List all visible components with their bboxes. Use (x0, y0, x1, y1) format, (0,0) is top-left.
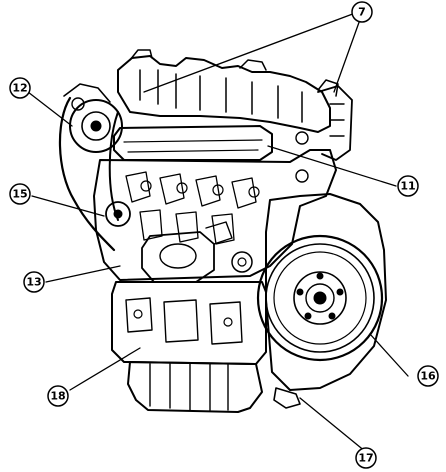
oil-pan (127, 361, 263, 413)
callout-13 (23, 271, 45, 293)
water-pump-pulley (69, 99, 123, 153)
callout-7 (351, 1, 373, 23)
callout-label-11: 11 (400, 180, 415, 193)
cylinder-block (93, 149, 337, 281)
callout-label-12: 12 (12, 82, 27, 95)
callout-15 (9, 183, 31, 205)
flywheel (256, 234, 384, 362)
intake-manifold (113, 125, 273, 161)
fuel-injection-pump (141, 231, 215, 283)
callout-label-15: 15 (12, 188, 27, 201)
callout-18 (47, 385, 69, 407)
callout-12 (9, 77, 31, 99)
crankcase (111, 281, 267, 365)
leader-lines (27, 11, 409, 453)
callout-label-16: 16 (420, 370, 436, 383)
callout-17 (355, 447, 377, 469)
callout-11 (397, 175, 419, 197)
callout-label-13: 13 (26, 276, 41, 289)
callout-label-17: 17 (358, 452, 373, 465)
fan-belt (58, 96, 116, 252)
callout-label-7: 7 (358, 6, 366, 19)
valve-cover (117, 55, 331, 133)
callout-16 (417, 365, 439, 387)
flywheel-housing (265, 193, 387, 391)
engine-drawing (58, 49, 387, 413)
crank-pulley (105, 201, 131, 227)
callout-label-18: 18 (50, 390, 65, 403)
